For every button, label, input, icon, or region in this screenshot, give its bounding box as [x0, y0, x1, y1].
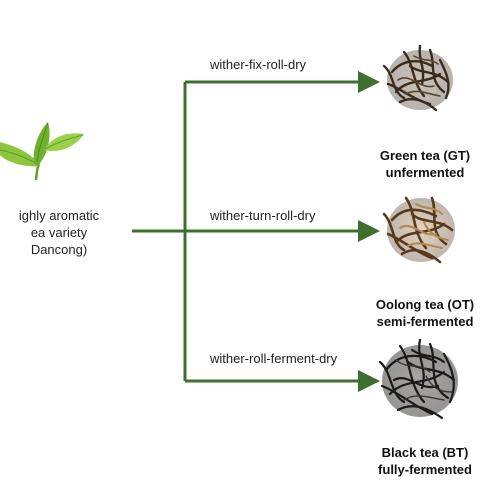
product-name: Black tea (BT) — [381, 445, 469, 460]
process-label-black: wither-roll-ferment-dry — [210, 351, 338, 366]
product-type: semi-fermented — [376, 314, 474, 329]
source-line-2: ea variety — [30, 225, 88, 240]
product-type: unfermented — [385, 165, 465, 180]
process-label-green: wither-fix-roll-dry — [210, 57, 307, 72]
green-tea-leaves-icon — [382, 44, 453, 112]
product-name: Green tea (GT) — [379, 148, 471, 163]
oolong-tea-leaves-icon — [382, 196, 455, 264]
product-type: fully-fermented — [378, 462, 472, 477]
tea-leaf-icon — [0, 122, 84, 181]
arrowheads — [358, 71, 380, 392]
process-label-oolong: wither-turn-roll-dry — [210, 208, 316, 223]
arrowhead-oolong-tea — [358, 220, 380, 242]
source-line-1: ighly aromatic — [18, 208, 100, 223]
arrowhead-black-tea — [358, 370, 380, 392]
source-label: ighly aromatic ea variety Dancong) — [0, 207, 126, 258]
product-label-green-tea: Green tea (GT) unfermented — [355, 147, 487, 181]
product-label-oolong-tea: Oolong tea (OT) semi-fermented — [355, 296, 487, 330]
source-line-3: Dancong) — [30, 242, 88, 257]
process-arrows — [132, 80, 362, 383]
arrowhead-green-tea — [358, 71, 380, 93]
product-name: Oolong tea (OT) — [375, 297, 475, 312]
black-tea-leaves-icon — [378, 338, 458, 420]
product-label-black-tea: Black tea (BT) fully-fermented — [355, 444, 487, 478]
